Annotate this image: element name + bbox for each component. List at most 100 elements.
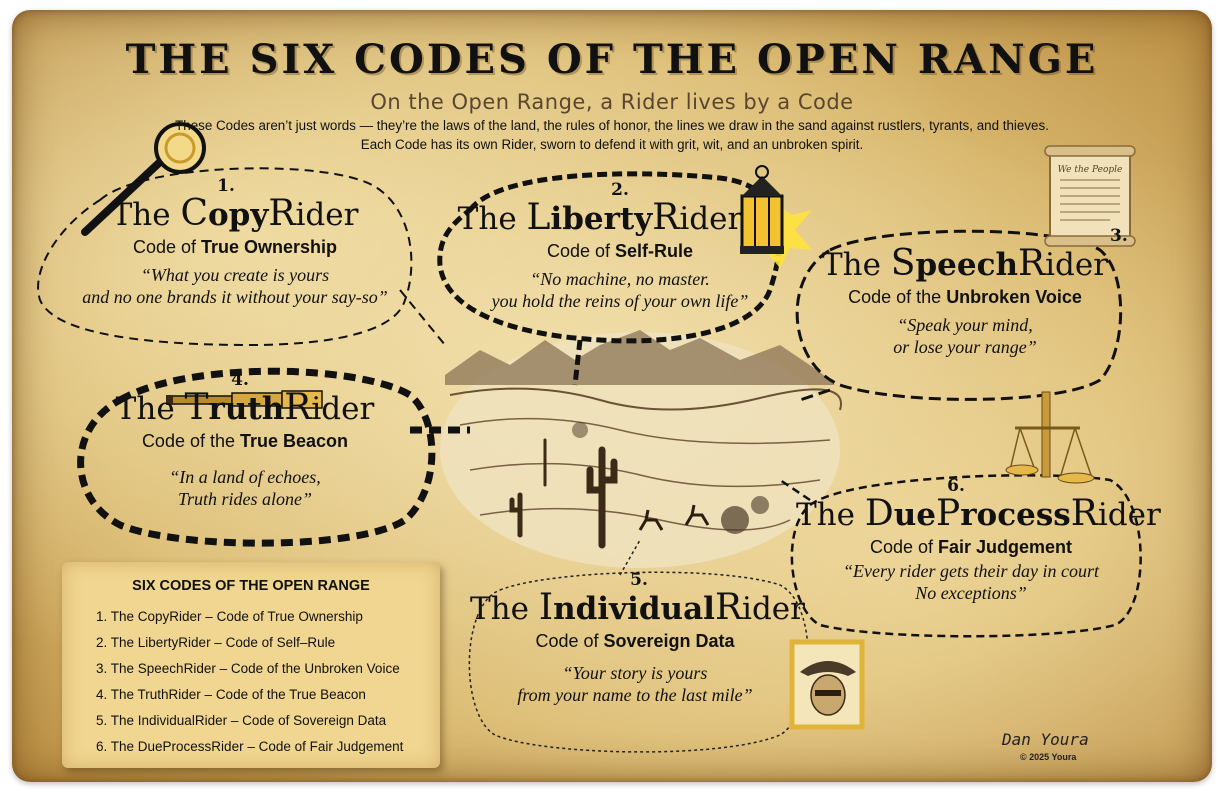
rider-code: Code of the Unbroken Voice (800, 287, 1130, 308)
rider-quote: “In a land of echoes, Truth rides alone” (80, 466, 410, 510)
rider-card-individualrider: 5. The IndividualRider Code of Sovereign… (470, 570, 805, 706)
rider-name-part: ider (1045, 247, 1109, 283)
legend-title: SIX CODES OF THE OPEN RANGE (132, 578, 370, 594)
rider-card-copyrider: 1. The CopyRider Code of True Ownership … (70, 176, 400, 308)
code-name: True Beacon (240, 431, 349, 451)
rider-name-part: ider (295, 197, 359, 233)
rider-code: Code of Sovereign Data (470, 631, 800, 652)
rider-name: The TruthRider (80, 387, 410, 428)
rider-name-part: R (1018, 243, 1046, 284)
code-name: Unbroken Voice (946, 287, 1082, 307)
author-signature: Dan Youra (1002, 730, 1089, 749)
rider-name-part: P (935, 493, 961, 534)
rider-name-part: R (268, 193, 296, 234)
rider-name-part: ider (679, 201, 743, 237)
code-prefix: Code of (546, 241, 616, 261)
rider-quote: “Your story is yours from your name to t… (470, 662, 800, 706)
rider-code: Code of True Ownership (70, 237, 400, 258)
rider-name-part: R (284, 387, 312, 428)
rider-code: Code of Fair Judgement (796, 537, 1146, 558)
quote-line: you hold the reins of your own life” (491, 291, 749, 311)
rider-name-part: opy (207, 197, 269, 233)
rider-name-part: T (184, 387, 209, 428)
scroll-heading: We the People (1058, 165, 1123, 175)
legend-item: 2. The LibertyRider – Code of Self–Rule (96, 635, 336, 650)
rider-name-part: iberty (550, 201, 653, 237)
quote-line: “In a land of echoes, (169, 467, 321, 487)
legend-item: 1. The CopyRider – Code of True Ownershi… (96, 609, 363, 624)
intro-line-1: These Codes aren’t just words — they’re … (175, 118, 1049, 133)
page-title: THE SIX CODES OF THE OPEN RANGE (125, 36, 1099, 83)
legend-list: 1. The CopyRider – Code of True Ownershi… (96, 604, 403, 760)
legend-item: 5. The IndividualRider – Code of Soverei… (96, 713, 387, 728)
rider-quote: “What you create is yours and no one bra… (70, 264, 400, 308)
legend-item: 3. The SpeechRider – Code of the Unbroke… (96, 661, 400, 676)
rider-card-speechrider: 3. The SpeechRider Code of the Unbroken … (800, 226, 1130, 358)
rider-quote: “Speak your mind, or lose your range” (800, 314, 1130, 358)
rider-name: The SpeechRider (800, 243, 1130, 284)
rider-name-part: I (538, 587, 554, 628)
quote-line: “No machine, no master. (530, 269, 710, 289)
cowboy-portrait-icon (789, 639, 865, 730)
quote-line: Truth rides alone” (177, 489, 313, 509)
rider-number: 5. (630, 570, 648, 590)
rider-name: The CopyRider (70, 193, 400, 234)
rider-name-part: ue (893, 497, 936, 533)
lantern-icon (735, 165, 812, 268)
code-prefix: Code of (869, 537, 938, 557)
rider-number: 2. (611, 180, 629, 200)
quote-line: from your name to the last mile” (517, 685, 753, 705)
bubble-speechrider (795, 229, 1123, 402)
rider-name: The LibertyRider (415, 197, 785, 238)
page-subtitle: On the Open Range, a Rider lives by a Co… (370, 90, 854, 114)
rider-number: 4. (231, 370, 249, 390)
rider-card-truthrider: 4. The TruthRider Code of the True Beaco… (80, 370, 410, 510)
rider-name-part: ndividual (553, 591, 715, 627)
bubble-truthrider (77, 367, 470, 547)
quote-line: “Speak your mind, (897, 315, 1033, 335)
rider-name-part: L (526, 197, 551, 238)
bubble-copyrider (37, 167, 446, 347)
bubble-individualrider (468, 539, 809, 753)
rider-name-part: R (652, 197, 680, 238)
rider-number: 3. (1110, 226, 1128, 246)
intro-line-2: Each Code has its own Rider, sworn to de… (360, 137, 864, 152)
code-prefix: Code of (132, 237, 201, 257)
bubble-dueprocessrider (779, 474, 1142, 638)
rider-name-part: rocess (960, 497, 1071, 533)
rider-number: 6. (947, 476, 965, 496)
legend-panel: SIX CODES OF THE OPEN RANGE 1. The CopyR… (62, 562, 440, 768)
rider-name-part: The (796, 497, 865, 533)
rider-number: 1. (217, 176, 235, 196)
quote-line: No exceptions” (915, 583, 1027, 603)
magnifying-glass-icon (81, 122, 206, 236)
quote-line: or lose your range” (893, 337, 1037, 357)
legend-item: 6. The DueProcessRider – Code of Fair Ju… (96, 739, 404, 754)
code-prefix: Code of the (848, 287, 947, 307)
rider-name-part: The (115, 391, 185, 427)
rider-name-part: ider (1097, 497, 1161, 533)
constitution-scroll-icon: We the People (1044, 145, 1136, 247)
rider-name: The IndividualRider (470, 587, 805, 628)
rider-name-part: R (1070, 493, 1098, 534)
code-name: True Ownership (201, 237, 338, 257)
rider-name-part: C (180, 193, 208, 234)
rider-name-part: The (457, 201, 527, 237)
rider-name: The DueProcessRider (796, 493, 1161, 534)
rider-code: Code of Self-Rule (455, 241, 785, 262)
quote-line: and no one brands it without your say-so… (82, 287, 388, 307)
rider-code: Code of the True Beacon (80, 431, 410, 452)
rider-name-part: R (714, 587, 743, 628)
quote-line: “Your story is yours (562, 663, 708, 683)
code-name: Sovereign Data (603, 631, 735, 651)
code-name: Self-Rule (615, 241, 694, 261)
rider-name-part: peech (915, 247, 1018, 283)
code-name: Fair Judgement (938, 537, 1073, 557)
scales-of-justice-icon (1005, 391, 1095, 484)
intro-text: These Codes aren’t just words — they’re … (60, 116, 1164, 154)
code-prefix: Code of the (141, 431, 241, 451)
rider-card-dueprocessrider: 6. The DueProcessRider Code of Fair Judg… (796, 476, 1161, 604)
rider-name-part: ruth (208, 391, 285, 427)
rider-name-part: D (864, 493, 894, 534)
